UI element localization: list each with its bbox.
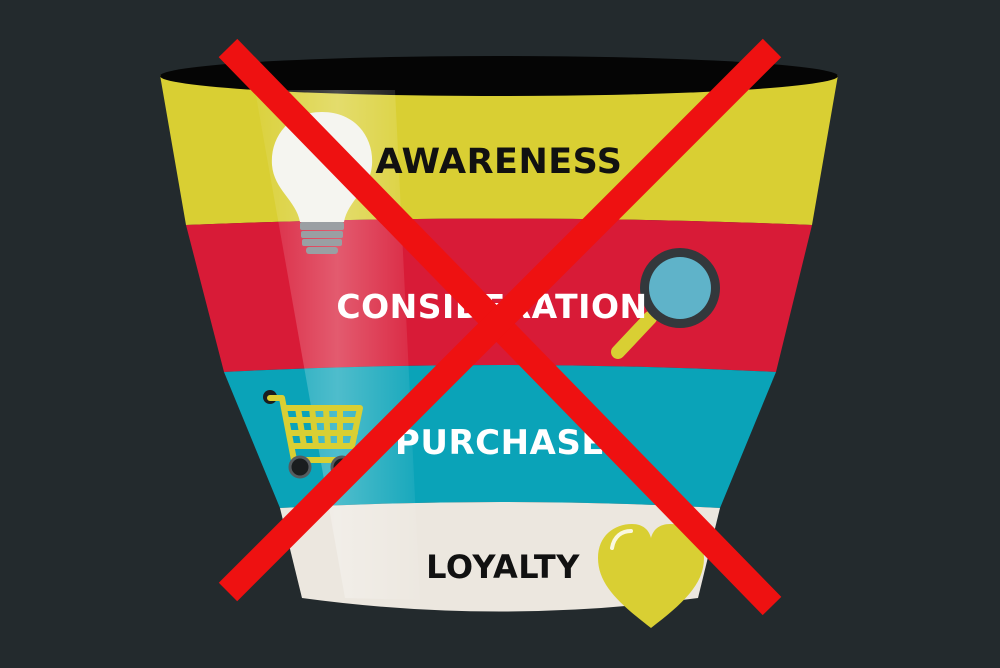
funnel-rim (160, 56, 838, 96)
stage-label-purchase: PURCHASE (395, 423, 605, 463)
red-x-cross-icon (218, 38, 782, 616)
stage-label-awareness: AWARENESS (375, 142, 622, 182)
stage-label-loyalty: LOYALTY (426, 548, 580, 586)
heart-icon (598, 524, 704, 628)
magnifying-glass-icon (611, 248, 720, 359)
light-bulb-icon (271, 112, 373, 254)
